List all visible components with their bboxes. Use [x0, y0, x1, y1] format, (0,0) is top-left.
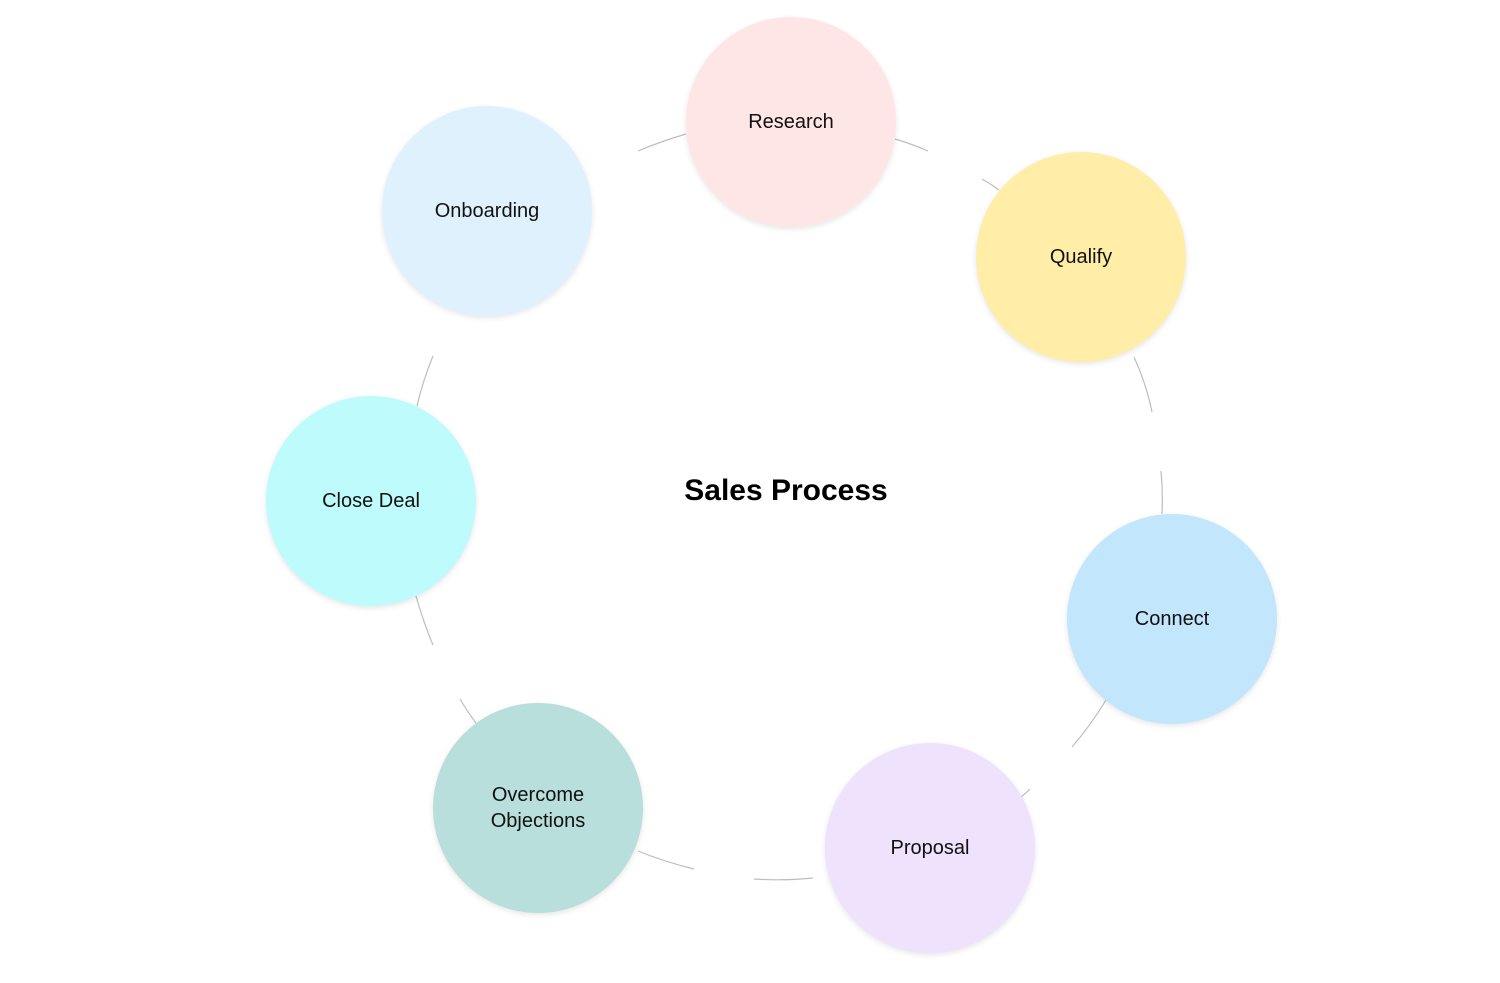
connector-onboarding-research — [637, 133, 687, 152]
step-connect: Connect — [1067, 514, 1277, 724]
connector-close-onboarding — [416, 355, 434, 407]
step-proposal: Proposal — [825, 743, 1035, 953]
connector-research-qualify-a — [894, 138, 929, 152]
step-close-deal: Close Deal — [266, 396, 476, 606]
step-label-close-deal: Close Deal — [322, 490, 420, 512]
step-label-proposal: Proposal — [890, 837, 970, 859]
step-qualify: Qualify — [976, 152, 1186, 362]
step-label-research: Research — [748, 111, 834, 133]
step-label-connect: Connect — [1134, 608, 1210, 630]
step-onboarding: Onboarding — [382, 106, 592, 316]
step-research: Research — [686, 17, 896, 227]
connector-proposal-objections-b — [637, 850, 695, 870]
step-overcome-objections: Overcome Objections — [433, 703, 643, 913]
connector-research-qualify-b — [981, 178, 1000, 191]
step-label-overcome-objections: Overcome Objections — [490, 784, 586, 832]
connector-qualify-connect-b — [1160, 470, 1163, 515]
connector-connect-proposal-a — [1071, 699, 1107, 748]
connector-objections-close-a — [459, 698, 477, 724]
step-label-qualify: Qualify — [1049, 246, 1113, 268]
diagram-title: Sales Process — [684, 474, 888, 507]
connector-connect-proposal-b — [1020, 788, 1031, 798]
connector-objections-close-b — [415, 595, 434, 646]
step-label-onboarding: Onboarding — [434, 200, 540, 222]
connector-proposal-objections-a — [753, 877, 814, 881]
connector-qualify-connect-a — [1133, 356, 1153, 413]
